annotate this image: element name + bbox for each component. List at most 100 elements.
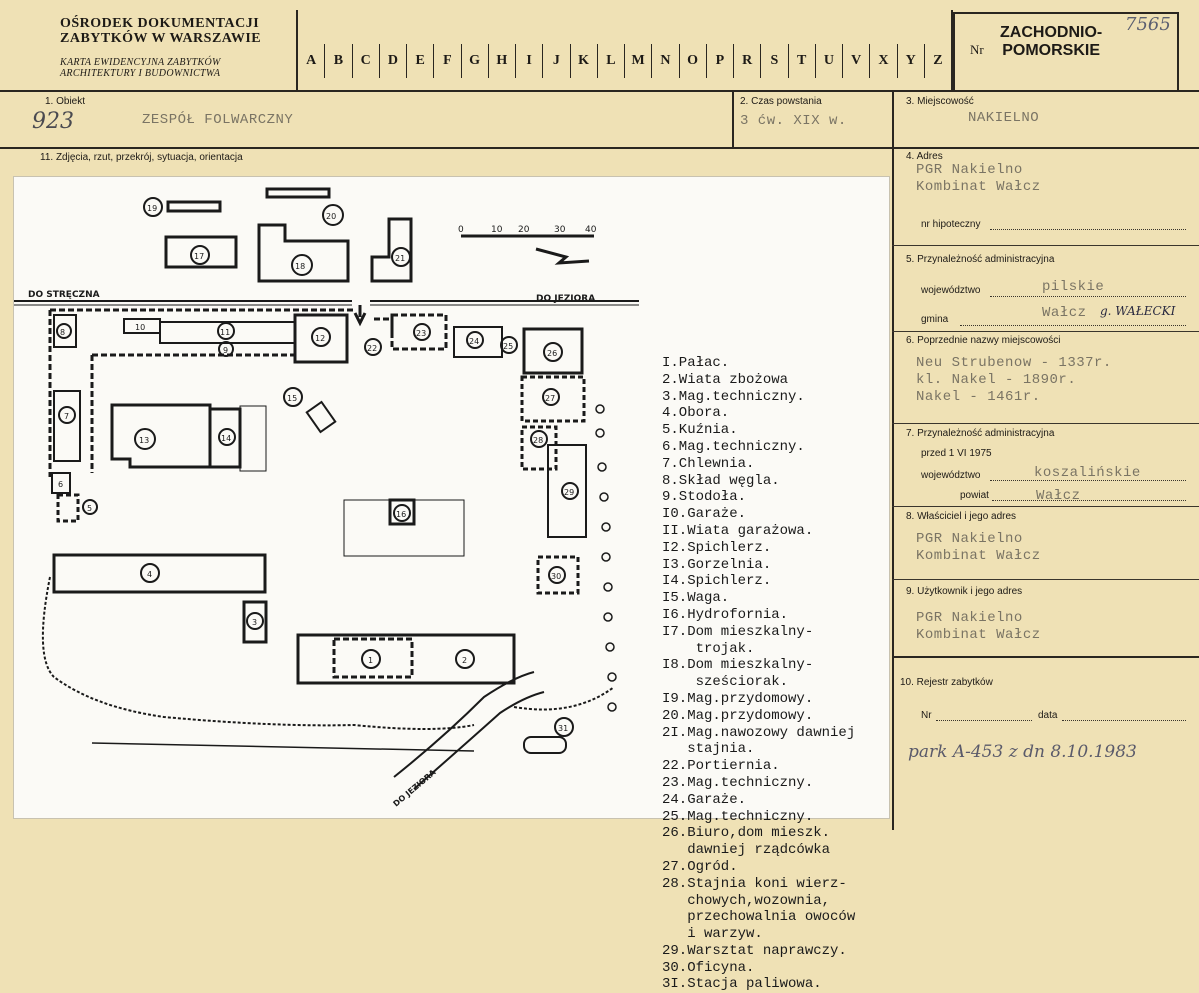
legend-item: 26.Biuro,dom mieszk. [662, 825, 831, 842]
svg-text:11: 11 [220, 328, 230, 337]
legend-item: 3.Mag.techniczny. [662, 388, 805, 405]
legend-item: 23.Mag.techniczny. [662, 774, 814, 791]
gmina-label: gmina [921, 314, 949, 325]
north-arrow-icon [535, 247, 590, 265]
miejscowosc-label: 3. Miejscowość [906, 96, 974, 107]
legend-item: 6.Mag.techniczny. [662, 438, 805, 455]
hipoteczny-label: nr hipoteczny [921, 219, 981, 230]
card-type-line2: ARCHITEKTURY I BUDOWNICTWA [60, 68, 221, 79]
svg-text:29: 29 [564, 488, 574, 497]
index-letter: C [351, 44, 379, 78]
index-letter: H [487, 44, 515, 78]
legend-item: 28.Stajnia koni wierz- [662, 875, 847, 892]
przed-date: przed 1 VI 1975 [921, 448, 992, 459]
scale-label-40: 40 [585, 225, 597, 235]
scale-label-30: 30 [554, 225, 566, 235]
legend-item: dawniej rządcówka [662, 842, 831, 859]
site-plan-drawing: 19 20 17 18 21 0 10 20 30 40 DO STRĘCZNA… [14, 187, 639, 809]
rejestr-note: park A-453 z dn 8.10.1983 [908, 742, 1137, 762]
index-letter: O [678, 44, 706, 78]
wlasciciel-line2: Kombinat Wałcz [916, 548, 1041, 564]
svg-text:25: 25 [503, 342, 513, 351]
org-name-line2: ZABYTKÓW W WARSZAWIE [60, 31, 262, 46]
wojewodztwo-value: pilskie [1042, 279, 1105, 295]
svg-text:3: 3 [252, 618, 257, 627]
index-letter: X [869, 44, 896, 78]
powiat-value: Wałcz [1036, 488, 1081, 504]
legend-item: I6.Hydrofornia. [662, 606, 789, 623]
underline [960, 325, 1186, 326]
index-letter: E [406, 44, 433, 78]
svg-text:7: 7 [64, 412, 69, 421]
header-divider [951, 10, 953, 90]
svg-text:16: 16 [396, 510, 406, 519]
legend-item: I5.Waga. [662, 590, 730, 607]
obiekt-label: 1. Obiekt [45, 96, 86, 107]
przynaleznosc-label: 5. Przynależność administracyjna [906, 254, 1055, 265]
underline [990, 480, 1186, 481]
poprzednie-line2: kl. Nakel - 1890r. [916, 372, 1077, 388]
section-rule [892, 423, 1199, 424]
legend-item: I.Pałac. [662, 355, 730, 371]
legend-item: I9.Mag.przydomowy. [662, 690, 814, 707]
legend-item: 9.Stodoła. [662, 489, 747, 506]
svg-text:31: 31 [558, 724, 568, 733]
index-letter: R [733, 44, 760, 78]
scale-label-20: 20 [518, 225, 530, 235]
wojewodztwo2-label: województwo [921, 470, 981, 481]
svg-text:8: 8 [60, 328, 65, 337]
adres-label: 4. Adres [906, 151, 943, 162]
svg-text:23: 23 [416, 329, 426, 338]
index-letter: D [378, 44, 406, 78]
right-column-divider [892, 90, 894, 830]
region-name-line2: POMORSKIE [1002, 42, 1100, 59]
svg-text:24: 24 [469, 337, 479, 346]
index-letter: B [324, 44, 351, 78]
svg-text:15: 15 [287, 394, 297, 403]
underline [992, 500, 1186, 501]
svg-text:2: 2 [462, 656, 467, 665]
section-rule [892, 331, 1199, 332]
row-rule [0, 147, 1199, 149]
underline [936, 720, 1032, 721]
field-divider [732, 90, 734, 148]
uzytkownik-line1: PGR Nakielno [916, 610, 1023, 626]
index-letter: F [433, 44, 460, 78]
zdjecia-label: 11. Zdjęcia, rzut, przekrój, sytuacja, o… [40, 152, 243, 163]
miejscowosc-value: NAKIELNO [968, 110, 1040, 126]
obiekt-value: ZESPÓŁ FOLWARCZNY [142, 112, 294, 128]
legend-item: I2.Spichlerz. [662, 539, 772, 556]
legend-item: 7.Chlewnia. [662, 455, 755, 472]
legend-item: 2I.Mag.nawozowy dawniej [662, 724, 856, 741]
legend-item: 25.Mag.techniczny. [662, 808, 814, 825]
svg-text:21: 21 [395, 254, 405, 263]
svg-text:20: 20 [326, 212, 336, 221]
card-number: 7565 [1125, 14, 1171, 35]
index-letter: Z [923, 44, 951, 78]
legend-item: 4.Obora. [662, 405, 730, 422]
adres-line2: Kombinat Wałcz [916, 179, 1041, 195]
index-letter: A [297, 44, 324, 78]
region-name: ZACHODNIO- POMORSKIE [1000, 24, 1102, 60]
index-letter: U [814, 44, 842, 78]
wlasciciel-line1: PGR Nakielno [916, 531, 1023, 547]
uzytkownik-label: 9. Użytkownik i jego adres [906, 586, 1023, 597]
czas-value: 3 ćw. XIX w. [740, 113, 847, 129]
powiat-label: powiat [960, 490, 989, 501]
legend-item: 5.Kuźnia. [662, 422, 738, 439]
index-letter: G [460, 44, 488, 78]
legend-item: przechowalnia owoców [662, 909, 856, 926]
legend-item: 22.Portiernia. [662, 758, 780, 775]
road-label-left: DO STRĘCZNA [28, 290, 100, 300]
poprzednie-line3: Nakel - 1461r. [916, 389, 1041, 405]
svg-text:26: 26 [547, 349, 557, 358]
wlasciciel-label: 8. Właściciel i jego adres [906, 511, 1017, 522]
przed-label: 7. Przynależność administracyjna [906, 428, 1055, 439]
scale-label-10: 10 [491, 225, 503, 235]
svg-text:13: 13 [139, 436, 149, 445]
legend-item: I0.Garaże. [662, 506, 747, 523]
region-name-line1: ZACHODNIO- [1000, 24, 1103, 41]
underline [1062, 720, 1186, 721]
gmina-value: Wałcz [1042, 305, 1087, 321]
